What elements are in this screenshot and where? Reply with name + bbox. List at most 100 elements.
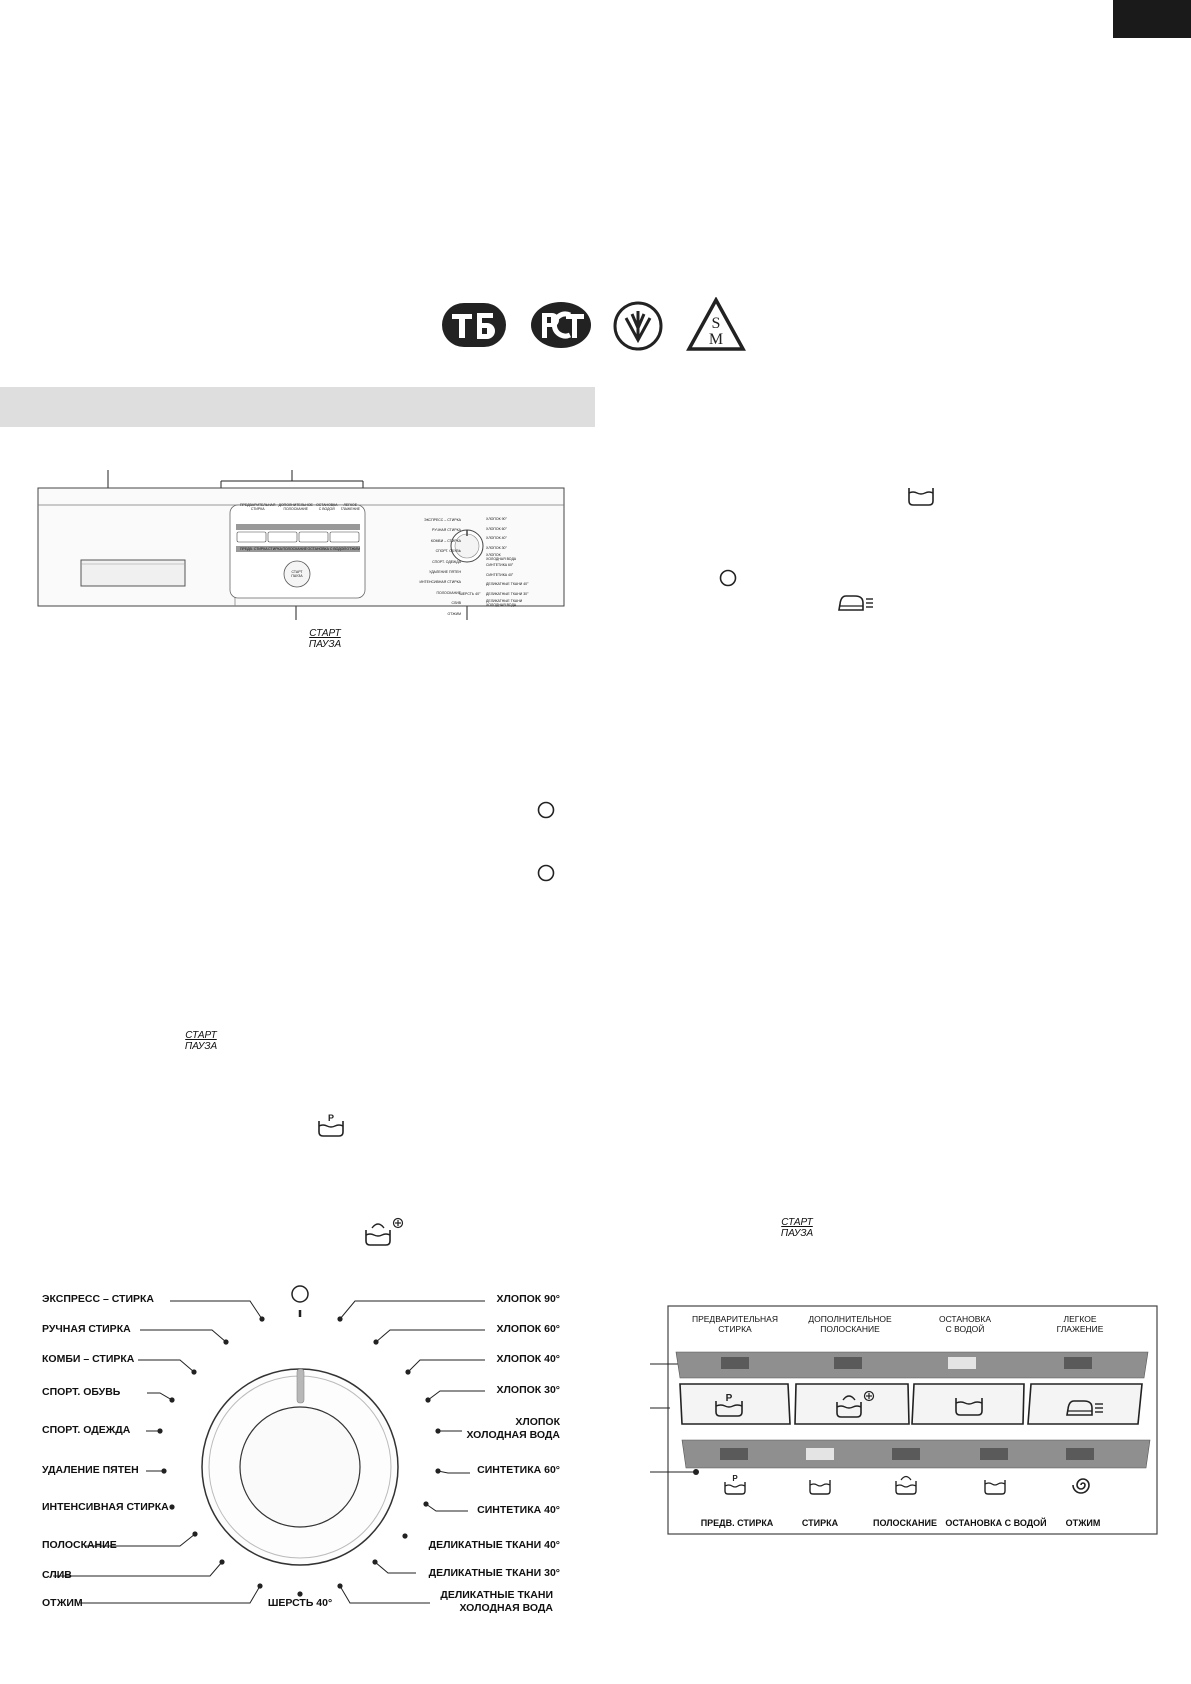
program-label: ХЛОПОК 40°: [496, 1353, 560, 1365]
program-label: ОТЖИМ: [42, 1597, 83, 1609]
section-header-bar: [0, 387, 595, 427]
stage-led-lit: [806, 1448, 834, 1460]
program-dial-diagram: [53, 1285, 485, 1604]
mini-program: СЛИВ: [451, 601, 461, 606]
wash-icon: [809, 1480, 831, 1495]
option-led: [721, 1357, 749, 1369]
mini-program: РУЧНАЯ СТИРКА: [432, 528, 461, 533]
mini-stage-label: ПРЕДВ. СТИРКА: [240, 547, 268, 551]
stb-mark-icon: [442, 303, 506, 347]
stage-led: [892, 1448, 920, 1460]
program-label: ПОЛОСКАНИЕ: [42, 1539, 117, 1551]
mini-stage-labels: ПРЕДВ. СТИРКА СТИРКА ПОЛОСКАНИЕ ОСТАНОВК…: [240, 547, 360, 551]
mini-stage-label: СТИРКА: [268, 547, 282, 551]
mini-option-header: ДОПОЛНИТЕЛЬНОЕ ПОЛОСКАНИЕ: [278, 503, 313, 511]
stage-label: ПОЛОСКАНИЕ: [872, 1518, 938, 1528]
prewash-button[interactable]: P: [712, 1391, 746, 1424]
mini-program: ОТЖИМ: [447, 611, 461, 616]
ukraine-conformity-mark-icon: [613, 301, 663, 351]
start-pause-label: СТАРТ ПАУЗА: [176, 1030, 226, 1052]
program-label: СИНТЕТИКА 60°: [477, 1464, 560, 1476]
extra-rinse-icon: [836, 1390, 875, 1418]
stage-led: [980, 1448, 1008, 1460]
program-label: РУЧНАЯ СТИРКА: [42, 1323, 131, 1335]
options-panel-diagram: [650, 1305, 1158, 1535]
svg-text:P: P: [726, 1393, 733, 1404]
rinse-hold-button[interactable]: [952, 1396, 986, 1423]
program-label: ШЕРСТЬ 40°: [267, 1597, 333, 1609]
pause-label: ПАУЗА: [780, 1228, 814, 1239]
start-pause-label: СТАРТ ПАУЗА: [300, 628, 350, 650]
mini-program: ЭКСПРЕСС – СТИРКА: [424, 518, 461, 522]
mini-stage-label: ОСТАНОВКА С ВОДОЙ: [307, 547, 346, 551]
option-header: ПРЕДВАРИТЕЛЬНАЯ СТИРКА: [691, 1314, 778, 1334]
prewash-icon: P: [318, 1113, 344, 1137]
option-led-lit: [948, 1357, 976, 1369]
control-panel-overview: [37, 470, 565, 620]
program-label: СЛИВ: [42, 1569, 72, 1581]
mini-program: ХЛОПОК 40°: [486, 536, 507, 540]
mini-option-header: ПРЕДВАРИТЕЛЬНАЯ СТИРКА: [240, 503, 276, 511]
option-header: ОСТАНОВКА С ВОДОЙ: [938, 1314, 992, 1334]
mini-program: СИНТЕТИКА 40°: [486, 572, 514, 577]
stage-label: ПРЕДВ. СТИРКА: [700, 1518, 774, 1528]
start-pause-label: СТАРТ ПАУЗА: [772, 1217, 822, 1239]
mini-program: ДЕЛИКАТНЫЕ ТКАНИ 30°: [486, 591, 529, 596]
mini-program: УДАЛЕНИЕ ПЯТЕН: [429, 570, 461, 575]
extra-rinse-button[interactable]: [833, 1389, 875, 1424]
mini-program: ДЕЛИКАТНЫЕ ТКАНИ ХОЛОДНАЯ ВОДА: [486, 599, 523, 607]
mini-pause-label: ПАУЗА: [291, 574, 303, 578]
program-label: СИНТЕТИКА 40°: [477, 1504, 560, 1516]
program-label: ХЛОПОК 60°: [496, 1323, 560, 1335]
mini-option-header: ЛЕГКОЕ ГЛАЖЕНИЕ: [340, 503, 360, 511]
mini-program: КОМБИ – СТИРКА: [430, 538, 461, 543]
pause-label: ПАУЗА: [184, 1041, 218, 1052]
mini-stage-label: ОТЖИМ: [346, 547, 360, 551]
mini-programs-left: ЭКСПРЕСС – СТИРКА РУЧНАЯ СТИРКА КОМБИ – …: [407, 515, 461, 619]
svg-text:M: M: [709, 331, 723, 348]
option-led: [1064, 1357, 1092, 1369]
rst-mark-icon: [531, 302, 591, 348]
mini-program: ПОЛОСКАНИЕ: [436, 590, 462, 595]
stage-label: ОТЖИМ: [1065, 1518, 1101, 1528]
page-corner-tab: [1113, 0, 1191, 38]
option-header: ДОПОЛНИТЕЛЬНОЕ ПОЛОСКАНИЕ: [808, 1314, 892, 1334]
mini-option-headers: ПРЕДВАРИТЕЛЬНАЯ СТИРКА ДОПОЛНИТЕЛЬНОЕ ПО…: [240, 503, 360, 511]
rinse-hold-icon: [955, 1398, 983, 1416]
stage-led: [720, 1448, 748, 1460]
svg-text:P: P: [328, 1113, 334, 1123]
program-label: УДАЛЕНИЕ ПЯТЕН: [42, 1464, 139, 1476]
mini-program: ДЕЛИКАТНЫЕ ТКАНИ 40°: [486, 582, 529, 586]
mini-programs-right: ХЛОПОК 90° ХЛОПОК 60° ХЛОПОК 40° ХЛОПОК …: [486, 515, 542, 607]
stage-label: ОСТАНОВКА С ВОДОЙ: [945, 1518, 1047, 1528]
circle-icon: [537, 801, 555, 819]
easy-iron-icon: [1066, 1400, 1103, 1416]
smm-mark-icon: S M: [686, 297, 746, 351]
mini-start-button-label: СТАРТ ПАУЗА: [287, 570, 307, 578]
mini-program: СПОРТ. ОБУВЬ: [435, 549, 461, 554]
program-label: ДЕЛИКАТНЫЕ ТКАНИ 30°: [428, 1567, 560, 1579]
start-label: СТАРТ: [309, 628, 341, 639]
program-label: СПОРТ. ОДЕЖДА: [42, 1424, 131, 1436]
option-led: [834, 1357, 862, 1369]
easy-iron-icon: [838, 595, 873, 611]
mini-option-header: ОСТАНОВКА С ВОДОЙ: [316, 503, 338, 511]
extra-rinse-icon: [365, 1217, 404, 1246]
mini-start-label: СТАРТ: [291, 570, 303, 574]
mini-program: ХЛОПОК 30°: [486, 545, 507, 550]
mini-program: ИНТЕНСИВНАЯ СТИРКА: [419, 580, 461, 585]
rinse-hold-icon: [984, 1480, 1006, 1495]
easy-iron-button[interactable]: [1064, 1395, 1106, 1424]
start-label: СТАРТ: [185, 1030, 217, 1041]
svg-text:S: S: [712, 315, 721, 332]
mini-program: СИНТЕТИКА 60°: [486, 563, 514, 567]
prewash-icon: P: [724, 1474, 746, 1495]
program-label: ХЛОПОК ХОЛОДНАЯ ВОДА: [466, 1416, 560, 1441]
mini-program: ХЛОПОК ХОЛОДНАЯ ВОДА: [486, 553, 517, 561]
program-label: ДЕЛИКАТНЫЕ ТКАНИ ХОЛОДНАЯ ВОДА: [440, 1589, 553, 1614]
circle-icon: [719, 569, 737, 587]
mini-stage-label: ПОЛОСКАНИЕ: [282, 547, 307, 551]
mini-program: СПОРТ. ОДЕЖДА: [432, 559, 461, 564]
rinse-icon: [895, 1475, 917, 1495]
program-label: ДЕЛИКАТНЫЕ ТКАНИ 40°: [428, 1539, 560, 1551]
